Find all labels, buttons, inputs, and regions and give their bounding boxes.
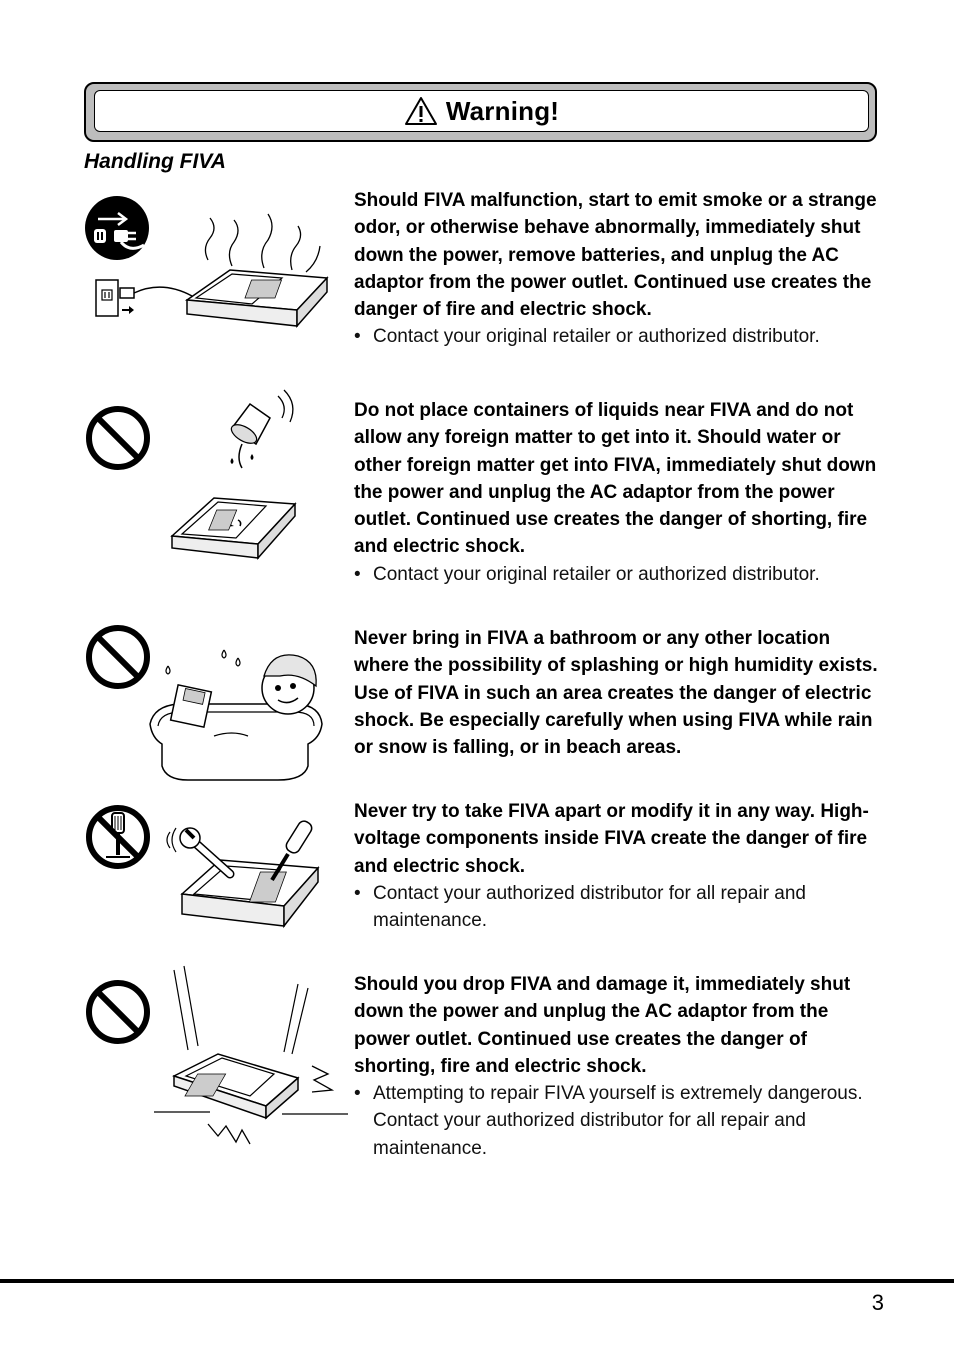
item-lead: Should FIVA malfunction, start to emit s… [354, 190, 877, 321]
item-text: Never try to take FIVA apart or modify i… [354, 798, 884, 934]
footer-rule [0, 1279, 954, 1283]
device-tools-illustration [166, 820, 320, 929]
page-number: 3 [871, 1290, 884, 1315]
item-note: Contact your original retailer or author… [354, 323, 884, 351]
prohibited-icon [86, 406, 150, 470]
item-note: Contact your original retailer or author… [354, 561, 884, 589]
item-lead: Should you drop FIVA and damage it, imme… [354, 974, 851, 1077]
item-lead: Never bring in FIVA a bathroom or any ot… [354, 628, 878, 759]
item-note: Contact your authorized distributor for … [354, 880, 884, 935]
bathtub-illustration [149, 649, 323, 781]
item-text: Should you drop FIVA and damage it, imme… [354, 971, 884, 1162]
item-note: Attempting to repair FIVA yourself is ex… [354, 1080, 884, 1162]
warning-triangle-icon [404, 97, 437, 125]
unplug-icon [85, 196, 149, 260]
item-text: Do not place containers of liquids near … [354, 397, 884, 588]
prohibited-icon [86, 625, 150, 689]
section-title: Handling FIVA [84, 150, 226, 173]
no-disassembly-icon [86, 805, 150, 869]
item-text: Never bring in FIVA a bathroom or any ot… [354, 625, 884, 761]
warning-title: Warning! [445, 95, 560, 126]
item-lead: Do not place containers of liquids near … [354, 400, 877, 558]
liquid-spill-illustration [170, 389, 297, 560]
warning-banner-inner: Warning! [94, 90, 869, 132]
prohibited-icon [86, 980, 150, 1044]
smoking-device-illustration [95, 213, 329, 328]
warning-banner: Warning! [84, 82, 877, 142]
item-lead: Never try to take FIVA apart or modify i… [354, 801, 869, 877]
item-text: Should FIVA malfunction, start to emit s… [354, 187, 884, 351]
dropped-device-illustration [154, 965, 348, 1145]
